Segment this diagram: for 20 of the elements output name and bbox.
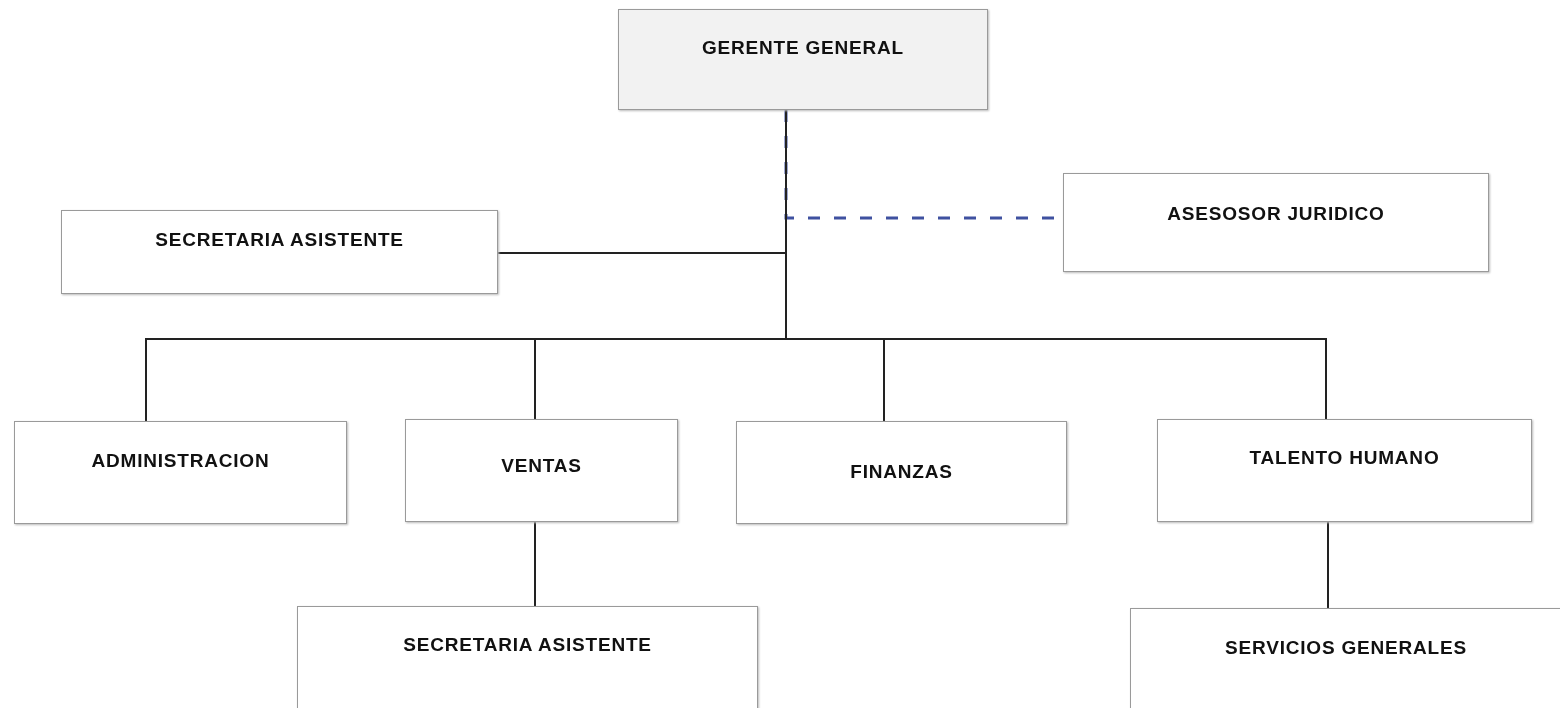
box-label: SECRETARIA ASISTENTE <box>154 229 405 251</box>
box-label: TALENTO HUMANO <box>1248 447 1441 469</box>
box-label: ASESOSOR JURIDICO <box>1166 203 1386 225</box>
connector-line <box>1327 521 1329 609</box>
box-label: GERENTE GENERAL <box>701 37 905 59</box>
box-label: SECRETARIA ASISTENTE <box>402 634 653 656</box>
org-box <box>1063 173 1489 272</box>
org-box <box>618 9 988 110</box>
org-box <box>297 606 758 708</box>
org-box <box>736 421 1067 524</box>
box-label: SERVICIOS GENERALES <box>1224 637 1468 659</box>
box-label: VENTAS <box>500 455 583 477</box>
org-box <box>1130 608 1560 708</box>
org-box <box>1157 419 1532 522</box>
connector-line <box>534 521 536 607</box>
org-box <box>14 421 347 524</box>
org-box <box>405 419 678 522</box>
box-label: ADMINISTRACION <box>90 450 271 472</box>
org-box <box>61 210 498 294</box>
box-label: FINANZAS <box>849 461 954 483</box>
